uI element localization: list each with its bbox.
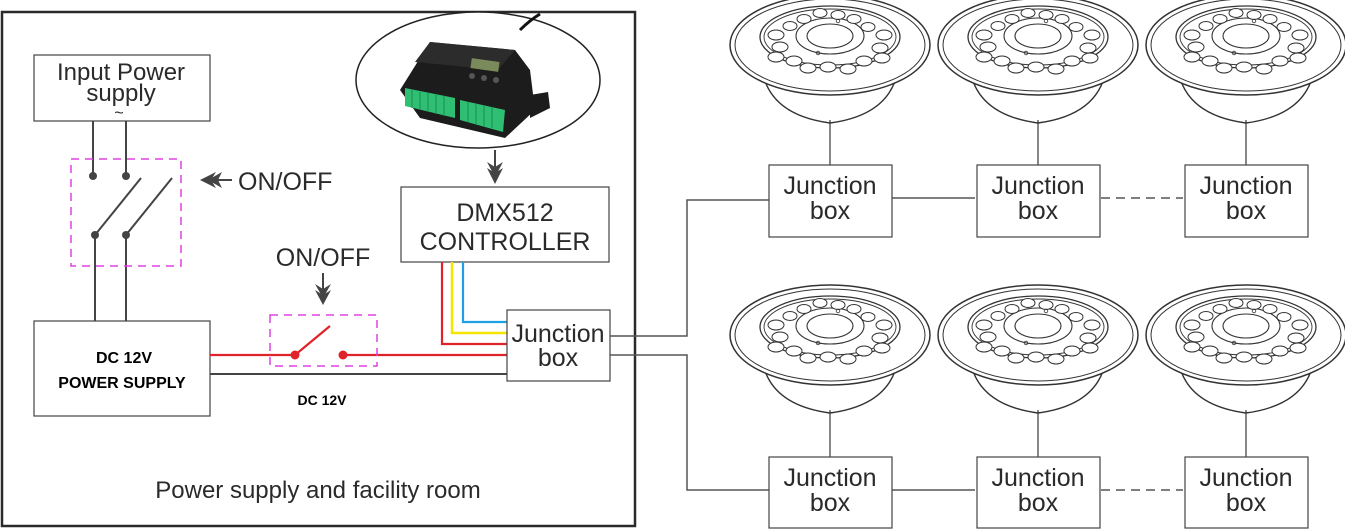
svg-text:box: box: [1018, 197, 1059, 225]
controller-label-2: CONTROLLER: [420, 228, 591, 256]
fixture-row-1: Junction box Junction box Junction box: [729, 0, 1345, 238]
svg-text:box: box: [1018, 489, 1059, 517]
junction-box: Junction box: [976, 456, 1101, 529]
junction-box: Junction box: [1184, 456, 1309, 529]
underwater-led-light-icon: [937, 0, 1139, 124]
svg-text:Junction: Junction: [991, 172, 1084, 200]
power-supply-label-2: POWER SUPPLY: [58, 375, 186, 392]
ac-wires: [92, 121, 127, 321]
dc-switch-label: ON/OFF: [276, 244, 370, 272]
trunk-cable-lower: [610, 354, 769, 491]
svg-text:box: box: [810, 489, 851, 517]
single-pole-switch-icon[interactable]: [269, 314, 378, 367]
ac-switch-arrow-icon: [200, 172, 232, 188]
controller-arrow-icon: [487, 150, 503, 184]
signal-wire-blue: [461, 262, 507, 324]
input-power-label-1: Input Power: [57, 59, 185, 86]
fixture-row-2: Junction box Junction box Junction box: [729, 284, 1345, 529]
input-power-label-2: supply: [86, 80, 155, 107]
underwater-led-light-icon: [1145, 0, 1345, 124]
svg-text:Junction: Junction: [1199, 464, 1292, 492]
underwater-led-light-icon: [729, 284, 931, 414]
input-power-box: [33, 54, 211, 122]
svg-text:Junction: Junction: [783, 464, 876, 492]
svg-text:Junction: Junction: [783, 172, 876, 200]
underwater-led-light-icon: [729, 0, 931, 124]
svg-text:Junction: Junction: [991, 464, 1084, 492]
underwater-led-light-icon: [1145, 284, 1345, 414]
svg-text:box: box: [1226, 197, 1267, 225]
dc-power-supply-box: [33, 320, 211, 417]
trunk-cable-upper: [610, 199, 769, 337]
underwater-led-light-icon: [937, 284, 1139, 414]
svg-text:box: box: [538, 344, 579, 372]
signal-wire-red: [440, 262, 507, 346]
ac-switch-label: ON/OFF: [238, 168, 332, 196]
dc-voltage-label: DC 12V: [297, 392, 347, 408]
svg-text:box: box: [1226, 489, 1267, 517]
double-pole-switch-icon[interactable]: [70, 158, 182, 267]
svg-text:Junction: Junction: [511, 320, 604, 348]
junction-box: Junction box: [768, 164, 893, 238]
power-supply-label-1: DC 12V: [96, 350, 152, 367]
junction-box: Junction box: [1184, 164, 1309, 238]
signal-wire-yellow: [450, 262, 507, 335]
svg-text:box: box: [810, 197, 851, 225]
facility-room-label: Power supply and facility room: [155, 477, 480, 504]
controller-label-1: DMX512: [456, 199, 553, 227]
facility-room-frame: [0, 10, 637, 528]
led-controller-device-icon: [355, 11, 601, 149]
main-junction-box: Junction box: [506, 309, 611, 382]
junction-box: Junction box: [976, 164, 1101, 238]
dc-switch-arrow-icon: [315, 273, 331, 305]
dmx-controller-box: [400, 186, 610, 263]
junction-box: Junction box: [768, 456, 893, 529]
ac-symbol: ~: [114, 105, 123, 122]
svg-text:Junction: Junction: [1199, 172, 1292, 200]
